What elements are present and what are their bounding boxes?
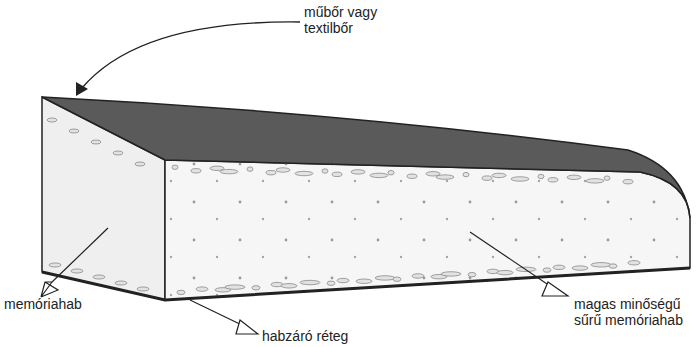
foam-bubble — [497, 270, 513, 274]
foam-bubble — [591, 263, 611, 267]
foam-bubble — [300, 280, 320, 284]
foam-bubble — [436, 175, 454, 179]
foam-bubble — [567, 175, 581, 179]
foam-bubble — [572, 266, 588, 270]
foam-bubble — [538, 174, 544, 178]
dense-foam-label: magas minőségű sűrű memóriahab — [574, 296, 692, 328]
foam-bubble — [93, 275, 105, 279]
foam-bubble — [388, 171, 394, 175]
foam-bubble — [332, 172, 342, 176]
foam-bubble — [468, 272, 476, 276]
leader-line — [52, 228, 108, 282]
foam-bubble — [177, 290, 185, 294]
foam-bubble — [356, 279, 372, 283]
foam-bubble — [586, 179, 604, 183]
foam-bubble — [327, 281, 335, 285]
foam-bubble — [252, 286, 260, 290]
seal-layer — [42, 268, 690, 300]
foam-bubble — [482, 176, 492, 180]
foam-bubbles — [47, 118, 640, 295]
foam-bubble — [266, 170, 276, 174]
foam-bubble — [604, 176, 610, 180]
arrow-head — [236, 320, 258, 334]
leader-line — [470, 232, 553, 288]
foam-bubble — [276, 168, 290, 172]
foam-bubble — [225, 285, 245, 289]
arrow-head — [76, 82, 88, 96]
foam-bubble — [623, 179, 633, 183]
foam-label: memóriahab — [4, 296, 104, 312]
foam-bubble — [137, 287, 149, 291]
foam-bubble — [543, 268, 551, 272]
foam-bubble — [220, 169, 238, 173]
foam-bubble — [407, 174, 417, 178]
foam-bubble — [337, 278, 349, 282]
foam-bubble — [115, 281, 127, 285]
foam-bubble — [281, 284, 297, 288]
foam-bubble — [351, 170, 365, 174]
front-face — [165, 160, 690, 300]
foam-bubble — [609, 264, 617, 268]
foam-bubble — [370, 173, 388, 177]
foam-bubble — [441, 272, 461, 276]
foam-bubble — [322, 169, 328, 173]
foam-bubble — [135, 162, 145, 166]
foam-bubble — [628, 261, 640, 265]
foam-bubble — [47, 118, 57, 122]
foam-bubble — [511, 177, 529, 181]
foam-bubble — [196, 287, 208, 291]
foam-bubble — [548, 178, 558, 182]
foam-bubble — [49, 263, 61, 267]
foam-bubble — [91, 140, 101, 144]
foam-bubble — [492, 173, 506, 177]
foam-bubble — [463, 172, 469, 176]
arrow-head — [41, 282, 58, 297]
foam-bubble — [295, 171, 313, 175]
foam-bubble — [553, 265, 565, 269]
cover-top — [42, 97, 690, 218]
foam-bubble — [247, 167, 253, 171]
leader-line — [190, 300, 246, 327]
foam-bubble — [412, 274, 424, 278]
leader-line — [82, 22, 300, 88]
foam-bubble — [113, 151, 123, 155]
foam-bubble — [69, 129, 79, 133]
foam-bubble — [191, 169, 201, 173]
foam-bubble — [375, 276, 395, 280]
foam-bubble — [393, 277, 401, 281]
arrow-head — [542, 282, 568, 296]
foam-bubble — [71, 269, 83, 273]
material-label: műbőr vagy textilbőr — [304, 4, 404, 36]
foam-bubble — [172, 165, 178, 169]
foam-texture — [165, 160, 690, 300]
seal-layer-label: habzáró réteg — [262, 328, 382, 344]
